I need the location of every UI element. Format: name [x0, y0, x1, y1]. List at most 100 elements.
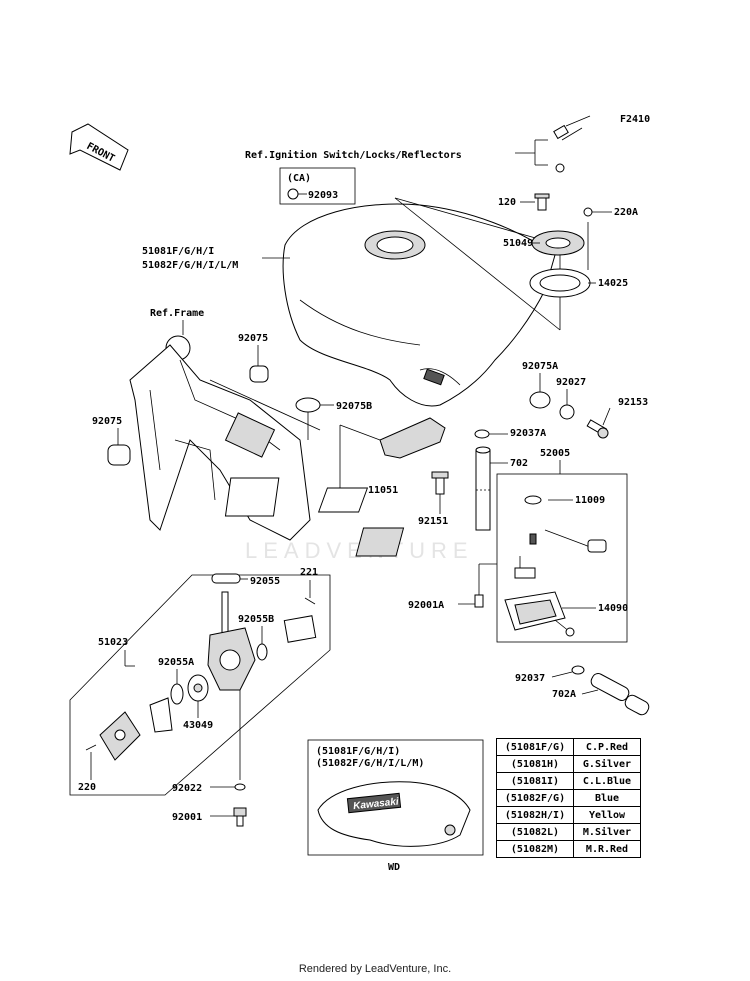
- damper-92075a: [529, 391, 551, 409]
- color-table: (51081F/G)C.P.Red(51081H)G.Silver(51081I…: [496, 738, 641, 858]
- label-43049: 43049: [183, 720, 213, 731]
- label-11009: 11009: [575, 495, 605, 506]
- frame-plate: [224, 477, 280, 517]
- label-51023: 51023: [98, 637, 128, 648]
- oring-92055b: [256, 643, 268, 661]
- tank-label-2: 51082F/G/H/I/L/M: [142, 260, 238, 271]
- wd-tank: Kawasaki: [317, 781, 471, 847]
- color-code: (51082H/I): [496, 806, 574, 824]
- fuel-cock-group: [69, 574, 331, 796]
- label-92022: 92022: [172, 783, 202, 794]
- label-221: 221: [300, 567, 318, 578]
- label-92001a: 92001A: [408, 600, 444, 611]
- color-table-row: (51082L)M.Silver: [496, 823, 641, 841]
- hose-702a: [590, 673, 650, 716]
- color-code: (51082M): [496, 840, 574, 858]
- label-92055b: 92055B: [238, 614, 274, 625]
- color-table-row: (51081I)C.L.Blue: [496, 772, 641, 790]
- bolt-120: [534, 193, 550, 211]
- damper-92075-left: [107, 444, 131, 466]
- figure-code: F2410: [620, 114, 650, 125]
- label-220: 220: [78, 782, 96, 793]
- ignition-key-icon: [553, 115, 591, 173]
- label-92153: 92153: [618, 397, 648, 408]
- frame: [129, 335, 321, 541]
- footer: Rendered by LeadVenture, Inc.: [298, 963, 452, 975]
- bolt-92151: [431, 471, 449, 495]
- color-table-row: (51081F/G)C.P.Red: [496, 738, 641, 756]
- label-92037a: 92037A: [510, 428, 546, 439]
- ref-frame-label: Ref.Frame: [150, 308, 204, 319]
- label-92075a: 92075A: [522, 361, 558, 372]
- ca-part: 92093: [308, 190, 338, 201]
- color-table-row: (51081H)G.Silver: [496, 755, 641, 773]
- ca-title: (CA): [287, 173, 311, 184]
- color-code: (51081H): [496, 755, 574, 773]
- label-14090: 14090: [598, 603, 628, 614]
- label-11051: 11051: [368, 485, 398, 496]
- label-92027: 92027: [556, 377, 586, 388]
- gasket-11009: [317, 487, 542, 513]
- label-120: 120: [498, 197, 516, 208]
- box-52005: [496, 473, 628, 643]
- washer-92022: [234, 783, 246, 791]
- label-51049: 51049: [503, 238, 533, 249]
- wd-tank-brand: Kawasaki: [353, 796, 400, 812]
- damper-92075b: [295, 397, 321, 413]
- collar-92027: [559, 404, 575, 420]
- color-code: (51081F/G): [496, 738, 574, 756]
- color-code: (51082F/G): [496, 789, 574, 807]
- gasket-92055: [211, 573, 241, 584]
- label-92075-left: 92075: [92, 416, 122, 427]
- watermark: LEADVENTURE: [245, 538, 474, 563]
- label-92075b: 92075B: [336, 401, 372, 412]
- hose-702: [475, 446, 491, 531]
- color-name: C.P.Red: [573, 738, 641, 756]
- label-92037: 92037: [515, 673, 545, 684]
- color-name: G.Silver: [573, 755, 641, 773]
- wd-line-2: (51082F/G/H/I/L/M): [316, 758, 424, 769]
- label-92001: 92001: [172, 812, 202, 823]
- color-name: M.Silver: [573, 823, 641, 841]
- ca-box: (CA) 92093: [279, 167, 356, 205]
- color-name: Blue: [573, 789, 641, 807]
- color-table-row: (51082M)M.R.Red: [496, 840, 641, 858]
- lever: [149, 697, 173, 733]
- fuel-sensor: [355, 527, 607, 579]
- label-52005: 52005: [540, 448, 570, 459]
- label-702a: 702A: [552, 689, 576, 700]
- bolt-92001a: [474, 594, 484, 608]
- color-name: M.R.Red: [573, 840, 641, 858]
- cover-14090: [504, 591, 575, 637]
- bolt-92153: [586, 419, 609, 439]
- bolt-92001: [233, 807, 247, 827]
- wd-caption: WD: [388, 862, 400, 873]
- screw-220a: [583, 207, 593, 217]
- wd-box: [307, 739, 484, 856]
- label-220a: 220A: [614, 207, 638, 218]
- label-92055a: 92055A: [158, 657, 194, 668]
- ref-ignition-label: Ref.Ignition Switch/Locks/Reflectors: [245, 149, 462, 161]
- clamp-92037a: [474, 429, 490, 439]
- label-702: 702: [510, 458, 528, 469]
- oring-92055a: [170, 683, 184, 705]
- label-92075-top: 92075: [238, 333, 268, 344]
- damper-92075-top: [249, 365, 269, 383]
- color-table-row: (51082H/I)Yellow: [496, 806, 641, 824]
- label-14025: 14025: [598, 278, 628, 289]
- label-92151: 92151: [418, 516, 448, 527]
- color-name: C.L.Blue: [573, 772, 641, 790]
- tank-label-1: 51081F/G/H/I: [142, 246, 214, 257]
- color-code: (51082L): [496, 823, 574, 841]
- fuel-cock: [207, 591, 317, 691]
- label-92055: 92055: [250, 576, 280, 587]
- color-name: Yellow: [573, 806, 641, 824]
- color-table-row: (51082F/G)Blue: [496, 789, 641, 807]
- wd-line-1: (51081F/G/H/I): [316, 746, 400, 757]
- clamp-92037: [571, 665, 585, 675]
- color-code: (51081I): [496, 772, 574, 790]
- bracket-11051: [339, 417, 446, 496]
- fuel-tank: [282, 203, 556, 407]
- front-arrow-icon: FRONT: [69, 123, 129, 171]
